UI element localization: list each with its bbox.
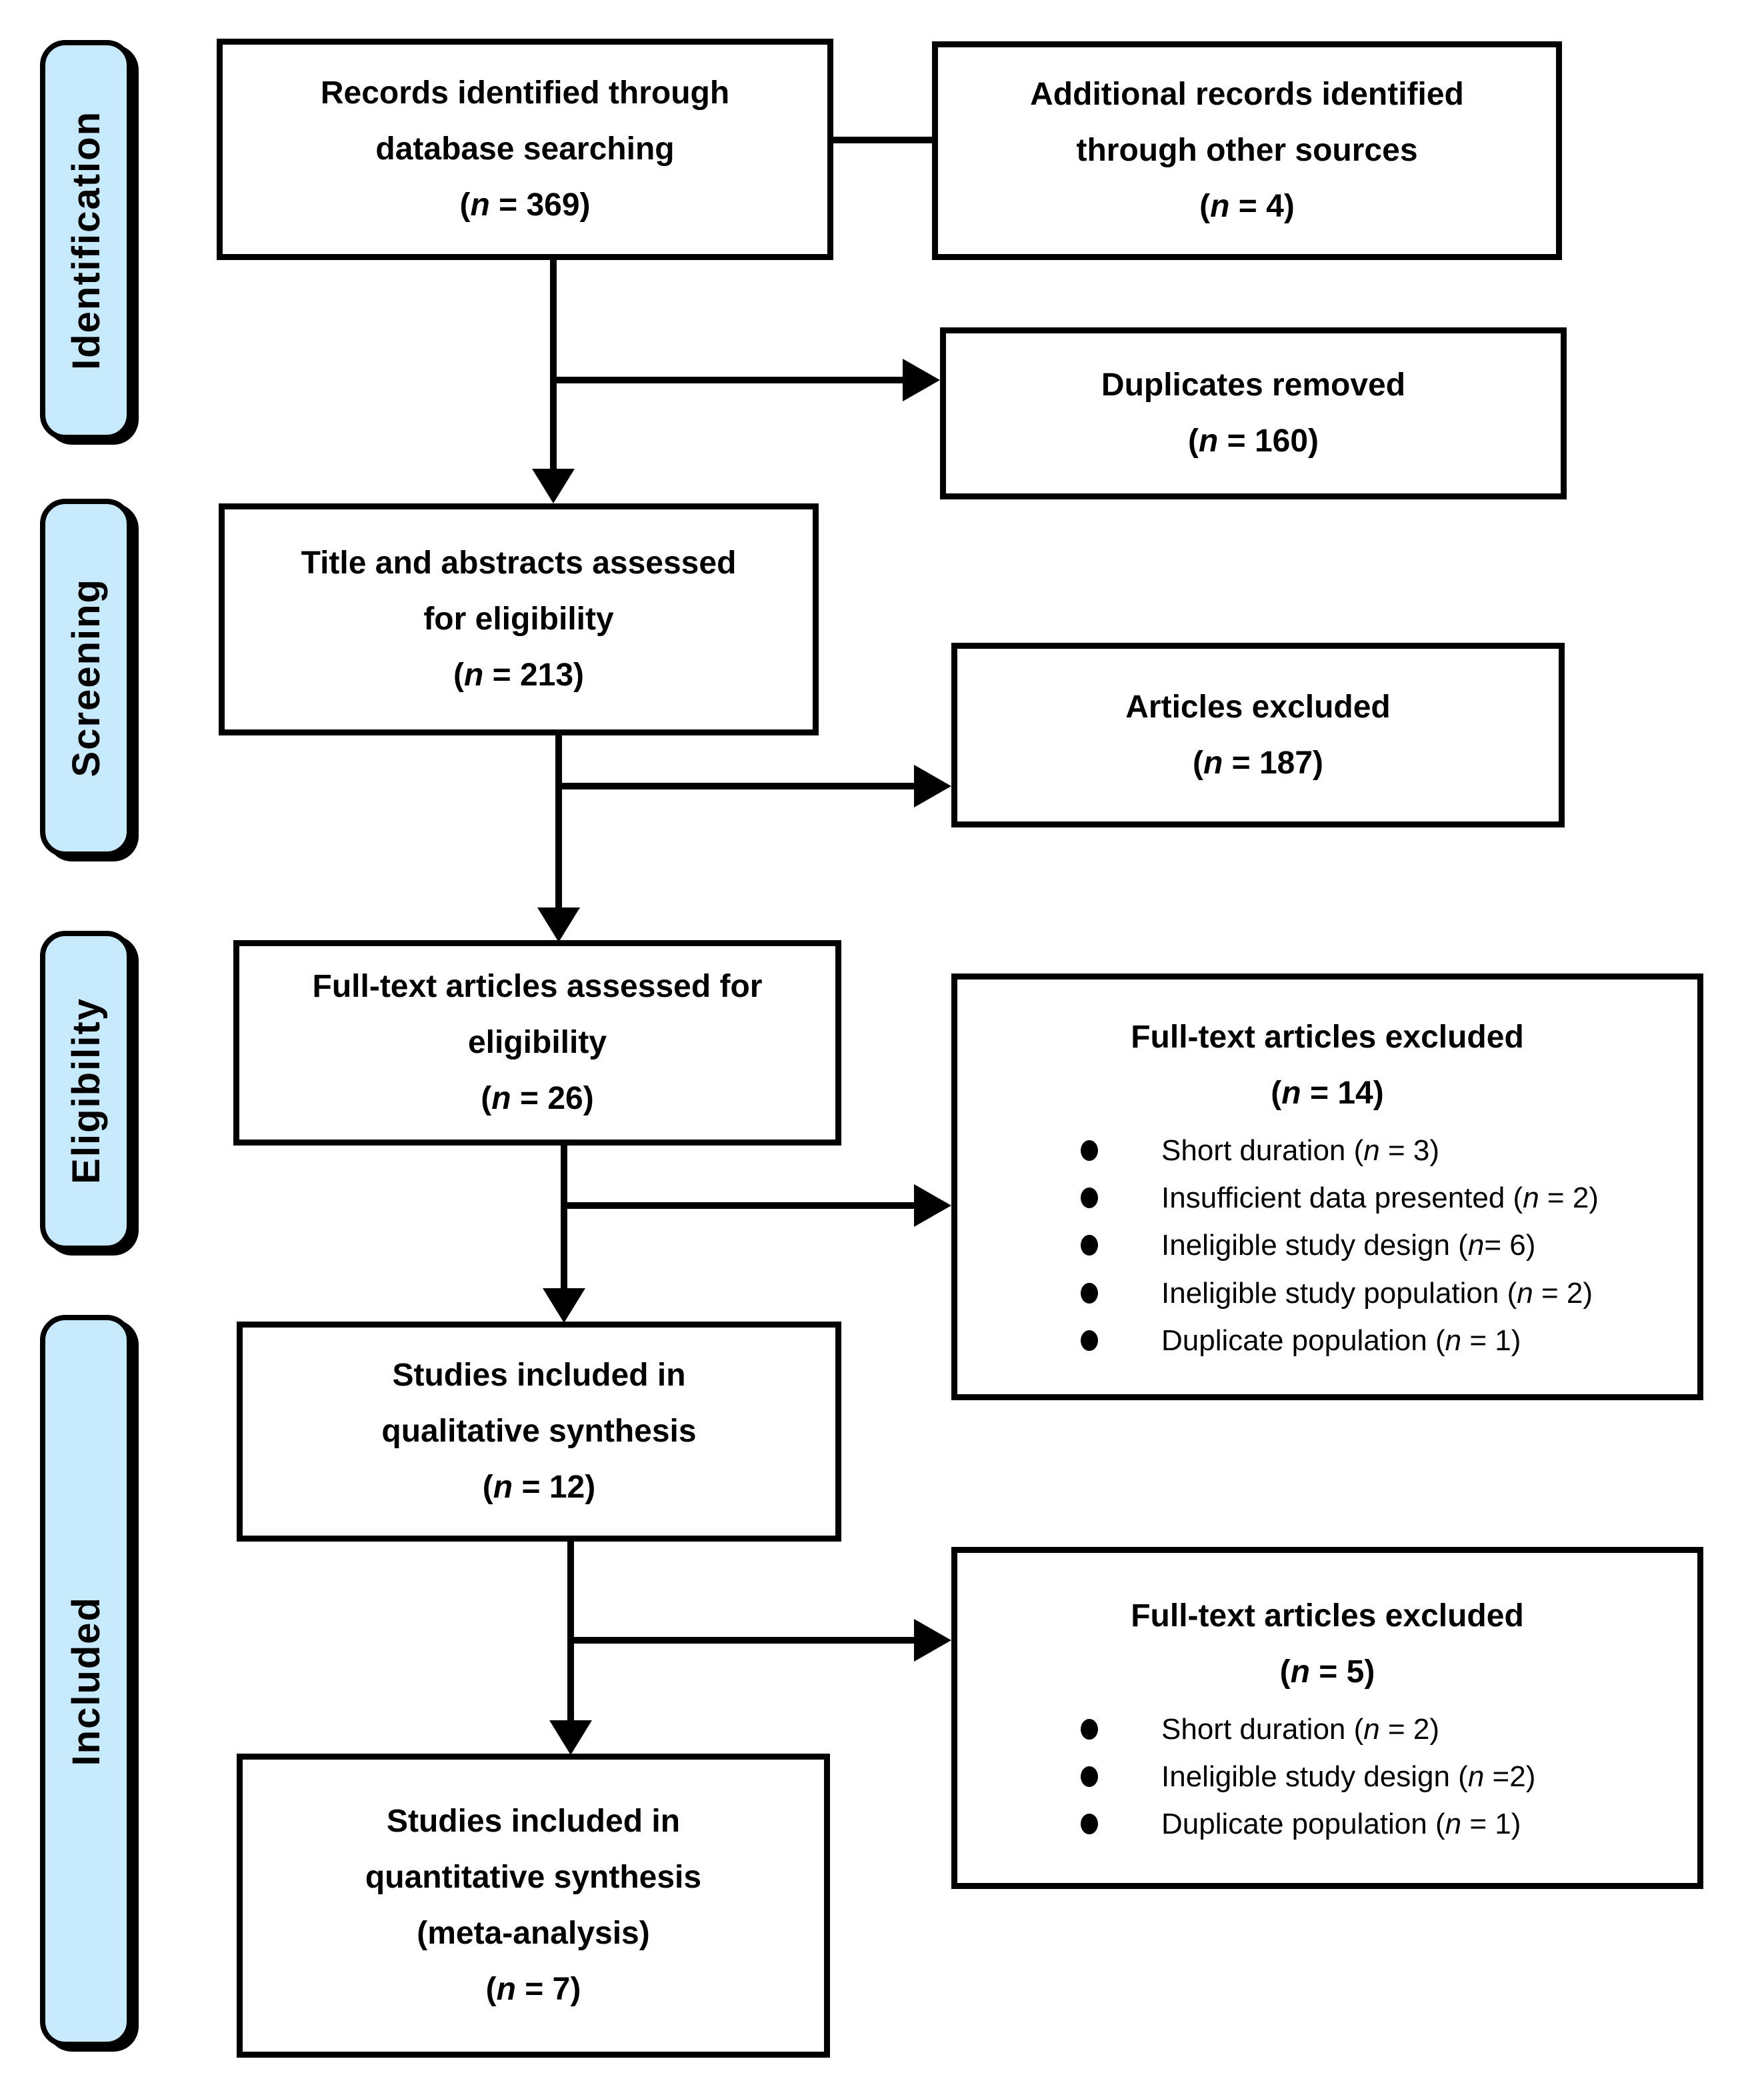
stage-label-included: Included (40, 1315, 132, 2047)
bullet-dot (1081, 1188, 1098, 1209)
bullet-dot (1081, 1766, 1098, 1787)
bullet-text: Ineligible study design (n =2) (1161, 1760, 1536, 1793)
box-articles-excluded: Articles excluded (n = 187) (951, 643, 1565, 827)
box-quantitative-synthesis: Studies included in quantitative synthesi… (237, 1754, 830, 2058)
arrow-titles-to-fulltext-line (555, 734, 562, 909)
bullet-item: Short duration (n = 3) (957, 1127, 1697, 1174)
box-text-line: (n = 160) (1187, 423, 1319, 459)
box-text-line: (meta-analysis) (417, 1916, 650, 1951)
box-text-line: qualitative synthesis (381, 1414, 697, 1449)
box-text-line: Full-text articles excluded (1131, 1598, 1524, 1634)
arrow-to-fulltext-excluded-5-line (571, 1637, 914, 1644)
stage-label-text: Eligibility (64, 997, 108, 1184)
box-fulltext-excluded-5: Full-text articles excluded (n = 5) Short… (951, 1547, 1703, 1889)
bullet-item: Ineligible study design (n= 6) (957, 1222, 1697, 1269)
box-text-line: eligibility (467, 1025, 607, 1060)
bullet-dot (1081, 1330, 1098, 1352)
arrow-fulltext-to-qualitative-head (543, 1288, 585, 1323)
box-text-line: Studies included in (386, 1804, 681, 1839)
arrow-records-to-titles-head (532, 469, 575, 503)
box-text-line: (n = 26) (481, 1081, 594, 1116)
arrow-records-to-titles-line (550, 259, 557, 470)
arrow-to-fulltext-excluded-14-head (914, 1184, 951, 1227)
arrow-qualitative-to-quantitative-line (567, 1540, 574, 1722)
box-text-line: Studies included in (392, 1358, 686, 1393)
stage-label-text: Included (64, 1596, 108, 1766)
box-text-line: Articles excluded (1125, 689, 1391, 725)
stage-label-eligibility: Eligibility (40, 931, 132, 1251)
stage-label-screening: Screening (40, 499, 132, 857)
box-text-line: (n = 14) (1271, 1075, 1384, 1111)
arrow-to-fulltext-excluded-5-head (914, 1619, 951, 1662)
bullet-text: Ineligible study population (n = 2) (1161, 1276, 1593, 1310)
bullet-dot (1081, 1235, 1098, 1256)
box-text-line: database searching (375, 131, 675, 167)
arrow-qualitative-to-quantitative-head (549, 1720, 592, 1755)
bullet-item: Insufficient data presented (n = 2) (957, 1174, 1697, 1222)
stage-label-text: Identification (64, 110, 108, 370)
arrow-to-duplicates-line (553, 377, 903, 383)
box-text-line: (n = 187) (1192, 745, 1324, 781)
arrow-to-articles-excluded-head (914, 765, 951, 807)
exclusion-reason-list: Short duration (n = 3) Insufficient data … (957, 1127, 1697, 1364)
arrow-fulltext-to-qualitative-line (561, 1144, 567, 1290)
box-text-line: for eligibility (423, 601, 614, 637)
box-fulltext-assessed: Full-text articles assessed for eligibili… (233, 940, 841, 1146)
bullet-text: Duplicate population (n = 1) (1161, 1808, 1521, 1841)
box-text-line: Duplicates removed (1101, 367, 1406, 403)
box-additional-records: Additional records identified through oth… (932, 41, 1562, 260)
box-title-lines: Full-text articles excluded (n = 5) (1131, 1588, 1524, 1700)
exclusion-reason-list: Short duration (n = 2) Ineligible study d… (957, 1706, 1697, 1848)
bullet-dot (1081, 1140, 1098, 1161)
box-fulltext-excluded-14: Full-text articles excluded (n = 14) Shor… (951, 973, 1703, 1400)
box-text-line: (n = 213) (453, 657, 585, 693)
box-qualitative-synthesis: Studies included in qualitative synthesis… (237, 1322, 841, 1542)
bullet-text: Ineligible study design (n= 6) (1161, 1229, 1536, 1262)
bullet-item: Ineligible study population (n = 2) (957, 1270, 1697, 1317)
box-text-line: (n = 12) (482, 1470, 596, 1505)
box-text-line: (n = 4) (1199, 189, 1295, 224)
box-text-line: (n = 7) (485, 1972, 581, 2007)
box-text-line: through other sources (1076, 133, 1418, 168)
box-records-identified: Records identified through database searc… (217, 39, 833, 260)
bullet-item: Ineligible study design (n =2) (957, 1753, 1697, 1800)
bullet-dot (1081, 1282, 1098, 1304)
bullet-text: Short duration (n = 3) (1161, 1134, 1440, 1167)
bullet-text: Insufficient data presented (n = 2) (1161, 1182, 1599, 1215)
arrow-to-fulltext-excluded-14-line (564, 1202, 914, 1209)
bullet-dot (1081, 1718, 1098, 1740)
box-text-line: Full-text articles assessed for (312, 969, 763, 1004)
connector-records-to-additional (829, 137, 932, 143)
box-text-line: Records identified through (320, 75, 730, 111)
stage-label-text: Screening (64, 578, 108, 777)
box-text-line: Title and abstracts assessed (301, 545, 737, 581)
box-duplicates-removed: Duplicates removed (n = 160) (940, 327, 1567, 499)
bullet-dot (1081, 1814, 1098, 1835)
box-titles-abstracts-assessed: Title and abstracts assessed for eligibil… (219, 503, 819, 735)
stage-label-identification: Identification (40, 40, 132, 440)
arrow-to-articles-excluded-line (559, 783, 914, 789)
bullet-item: Duplicate population (n = 1) (957, 1800, 1697, 1848)
box-title-lines: Full-text articles excluded (n = 14) (1131, 1009, 1524, 1122)
bullet-text: Duplicate population (n = 1) (1161, 1324, 1521, 1357)
box-text-line: Additional records identified (1030, 77, 1464, 112)
arrow-titles-to-fulltext-head (537, 907, 580, 942)
arrow-to-duplicates-head (903, 359, 940, 401)
box-text-line: (n = 5) (1279, 1654, 1375, 1690)
box-text-line: Full-text articles excluded (1131, 1019, 1524, 1055)
box-text-line: (n = 369) (459, 187, 591, 223)
bullet-text: Short duration (n = 2) (1161, 1712, 1440, 1746)
bullet-item: Short duration (n = 2) (957, 1706, 1697, 1753)
bullet-item: Duplicate population (n = 1) (957, 1317, 1697, 1364)
box-text-line: quantitative synthesis (365, 1860, 702, 1895)
